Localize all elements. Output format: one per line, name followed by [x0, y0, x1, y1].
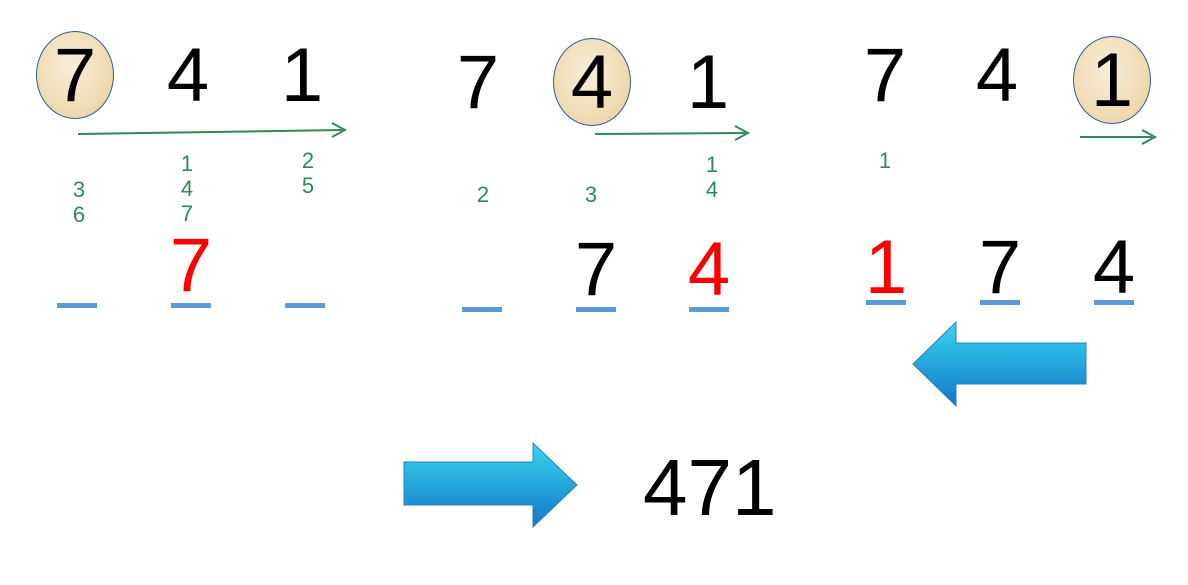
answer-digit: 7 — [574, 227, 618, 312]
source-digit: 1 — [280, 33, 324, 118]
answer-blank — [689, 307, 729, 312]
highlight-circle-icon — [553, 38, 631, 126]
thin-arrow-right-icon — [594, 125, 751, 141]
note-digit: 4 — [180, 176, 194, 201]
answer-blank — [171, 303, 211, 308]
note-digit: 7 — [180, 201, 194, 226]
note-digit: 5 — [301, 173, 315, 198]
note-digit: 3 — [584, 182, 598, 207]
answer-blank — [980, 300, 1020, 305]
source-digit: 4 — [975, 33, 1019, 118]
highlight-circle-icon — [1073, 36, 1151, 124]
note-digit: 4 — [705, 177, 719, 202]
source-digit: 4 — [570, 40, 614, 125]
note-digit: 6 — [72, 202, 86, 227]
source-digit: 7 — [53, 33, 97, 118]
note-column: 2 — [468, 182, 498, 207]
note-column: 2 5 — [293, 148, 323, 198]
result-number: 471 — [643, 443, 777, 532]
answer-blank — [57, 303, 97, 308]
note-column: 3 — [576, 182, 606, 207]
note-digit: 1 — [180, 151, 194, 176]
answer-blank — [462, 307, 502, 312]
answer-digit: 1 — [864, 225, 908, 310]
thin-arrow-right-icon — [77, 122, 348, 138]
answer-digit: 4 — [1092, 225, 1136, 310]
note-digit: 1 — [705, 152, 719, 177]
note-column: 1 4 — [697, 152, 727, 202]
thin-arrow-right-icon — [1080, 129, 1158, 145]
answer-digit: 7 — [978, 225, 1022, 310]
note-digit: 2 — [301, 148, 315, 173]
source-digit: 4 — [166, 33, 210, 118]
answer-blank — [285, 303, 325, 308]
source-digit: 7 — [863, 33, 907, 118]
answer-blank — [576, 307, 616, 312]
block-arrow-right-icon — [403, 441, 578, 529]
note-digit: 2 — [476, 182, 490, 207]
highlight-circle-icon — [36, 31, 114, 119]
note-column: 1 — [870, 148, 900, 173]
note-column: 1 4 7 — [172, 151, 202, 226]
note-digit: 3 — [72, 177, 86, 202]
note-digit: 1 — [878, 148, 892, 173]
answer-blank — [1094, 300, 1134, 305]
source-digit: 7 — [456, 40, 500, 125]
answer-digit: 4 — [687, 227, 731, 312]
note-column: 3 6 — [64, 177, 94, 227]
source-digit: 1 — [686, 40, 730, 125]
answer-blank — [866, 300, 906, 305]
block-arrow-left-icon — [912, 320, 1087, 408]
answer-digit: 7 — [169, 223, 213, 308]
source-digit: 1 — [1090, 38, 1134, 123]
